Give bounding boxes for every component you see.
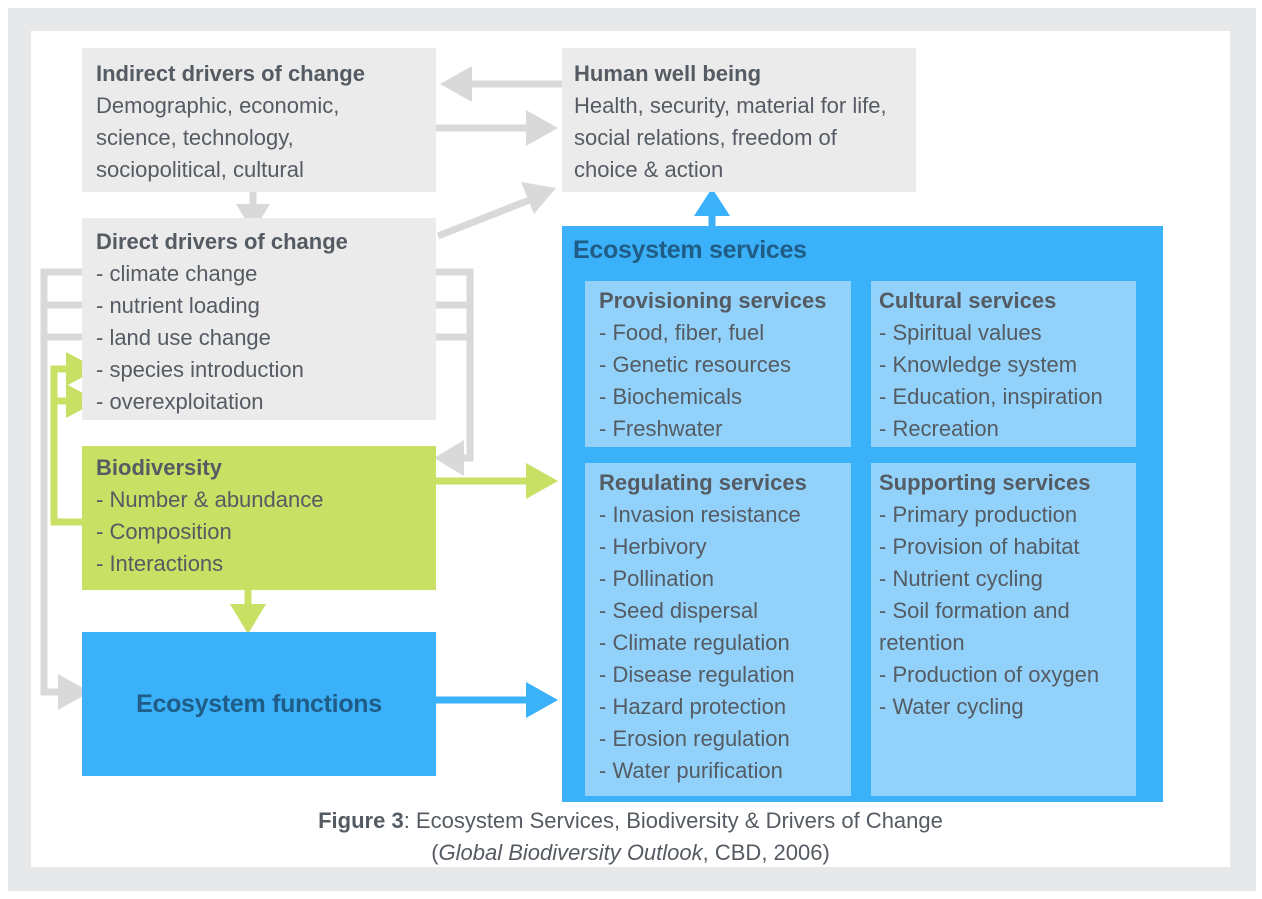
direct-drivers-line: - overexploitation — [96, 389, 264, 414]
provisioning-services-box: Provisioning services - Food, fiber, fue… — [585, 281, 851, 447]
supporting-services-line: - Nutrient cycling — [879, 566, 1043, 591]
regulating-services-line: - Climate regulation — [599, 630, 790, 655]
provisioning-services-line: - Freshwater — [599, 416, 723, 441]
cultural-services-line: - Knowledge system — [879, 352, 1078, 377]
biodiversity-line: - Composition — [96, 519, 232, 544]
human-well-being-box: Human well being Health, security, mater… — [562, 48, 916, 192]
direct-drivers-line: - climate change — [96, 261, 258, 286]
figure-source-title: Global Biodiversity Outlook — [438, 840, 703, 865]
figure-caption-text: : Ecosystem Services, Biodiversity & Dri… — [403, 808, 943, 833]
figure-caption-label: Figure 3 — [318, 808, 404, 833]
cultural-services-line: - Recreation — [879, 416, 999, 441]
figure-source-open-paren: ( — [431, 840, 439, 865]
supporting-services-line: - Water cycling — [879, 694, 1024, 719]
human-well-being-line: social relations, freedom of — [574, 125, 837, 150]
regulating-services-box: Regulating services - Invasion resistanc… — [585, 463, 851, 796]
direct-drivers-line: - nutrient loading — [96, 293, 260, 318]
regulating-services-line: - Hazard protection — [599, 694, 787, 719]
ecosystem-functions-box: Ecosystem functions — [82, 632, 436, 776]
cultural-services-line: - Education, inspiration — [879, 384, 1103, 409]
regulating-services-line: - Invasion resistance — [599, 502, 801, 527]
regulating-services-title: Regulating services — [599, 470, 807, 495]
provisioning-services-line: - Food, fiber, fuel — [599, 320, 765, 345]
supporting-services-line: - Soil formation and — [879, 598, 1070, 623]
regulating-services-line: - Seed dispersal — [599, 598, 758, 623]
direct-drivers-line: - land use change — [96, 325, 271, 350]
regulating-services-line: - Pollination — [599, 566, 714, 591]
ecosystem-services-title: Ecosystem services — [573, 236, 807, 264]
biodiversity-line: - Interactions — [96, 551, 224, 576]
indirect-drivers-box: Indirect drivers of change Demographic, … — [82, 48, 436, 192]
regulating-services-line: - Herbivory — [599, 534, 707, 559]
supporting-services-box: Supporting services - Primary production… — [871, 463, 1136, 796]
provisioning-services-line: - Genetic resources — [599, 352, 791, 377]
figure-source-rest: , CBD, 2006) — [702, 840, 830, 865]
regulating-services-line: - Disease regulation — [599, 662, 795, 687]
direct-drivers-line: - species introduction — [96, 357, 304, 382]
supporting-services-line: - Primary production — [879, 502, 1078, 527]
supporting-services-line: - Provision of habitat — [879, 534, 1080, 559]
figure-source: (Global Biodiversity Outlook, CBD, 2006) — [31, 840, 1230, 866]
supporting-services-line: - Production of oxygen — [879, 662, 1100, 687]
direct-drivers-box: Direct drivers of change - climate chang… — [82, 218, 436, 420]
human-well-being-line: Health, security, material for life, — [574, 93, 887, 118]
regulating-services-line: - Water purification — [599, 758, 783, 783]
cultural-services-box: Cultural services - Spiritual values - K… — [871, 281, 1136, 447]
human-well-being-line: choice & action — [574, 157, 724, 182]
indirect-drivers-line: sociopolitical, cultural — [96, 157, 304, 182]
indirect-drivers-title: Indirect drivers of change — [96, 61, 365, 86]
human-well-being-title: Human well being — [574, 61, 762, 86]
regulating-services-line: - Erosion regulation — [599, 726, 790, 751]
biodiversity-box: Biodiversity - Number & abundance - Comp… — [82, 446, 436, 590]
indirect-drivers-line: Demographic, economic, — [96, 93, 340, 118]
provisioning-services-title: Provisioning services — [599, 288, 827, 313]
provisioning-services-line: - Biochemicals — [599, 384, 743, 409]
supporting-services-title: Supporting services — [879, 470, 1091, 495]
direct-drivers-title: Direct drivers of change — [96, 229, 348, 254]
cultural-services-title: Cultural services — [879, 288, 1057, 313]
indirect-drivers-line: science, technology, — [96, 125, 294, 150]
ecosystem-functions-title: Ecosystem functions — [136, 689, 382, 718]
figure-caption: Figure 3: Ecosystem Services, Biodiversi… — [31, 808, 1230, 834]
cultural-services-line: - Spiritual values — [879, 320, 1042, 345]
biodiversity-title: Biodiversity — [96, 455, 222, 480]
biodiversity-line: - Number & abundance — [96, 487, 324, 512]
supporting-services-line: retention — [879, 630, 965, 655]
